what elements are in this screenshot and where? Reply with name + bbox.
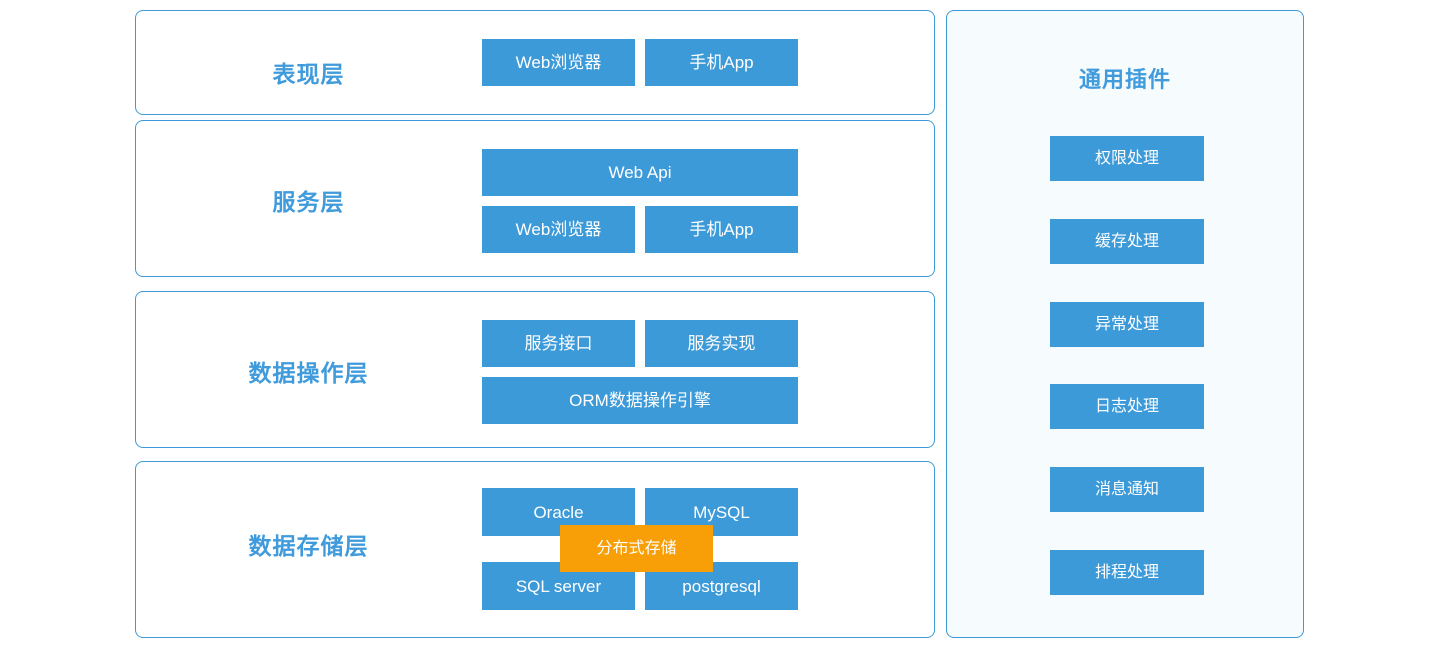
plugin-item-exception[interactable]: 异常处理 <box>1050 302 1204 347</box>
panel-common-plugins: 通用插件 权限处理 缓存处理 异常处理 日志处理 消息通知 排程处理 <box>946 10 1304 638</box>
box-web-browser-presentation[interactable]: Web浏览器 <box>482 39 635 86</box>
layer-title-data-operation: 数据操作层 <box>248 360 369 386</box>
panel-data-operation-layer: 数据操作层 服务接口 服务实现 ORM数据操作引擎 <box>135 291 935 448</box>
box-orm-engine[interactable]: ORM数据操作引擎 <box>482 377 798 424</box>
box-mobile-app-service[interactable]: 手机App <box>645 206 798 253</box>
layer-title-presentation: 表现层 <box>272 61 345 87</box>
box-oracle[interactable]: Oracle <box>482 488 635 536</box>
box-service-implementation[interactable]: 服务实现 <box>645 320 798 367</box>
panel-presentation-layer: 表现层 Web浏览器 手机App <box>135 10 935 115</box>
panel-service-layer: 服务层 Web Api Web浏览器 手机App <box>135 120 935 277</box>
box-sql-server[interactable]: SQL server <box>482 562 635 610</box>
sidebar-title: 通用插件 <box>1078 67 1171 92</box>
layer-title-service: 服务层 <box>272 189 345 215</box>
plugin-item-cache[interactable]: 缓存处理 <box>1050 219 1204 264</box>
plugin-item-scheduling[interactable]: 排程处理 <box>1050 550 1204 595</box>
plugin-item-message-notification[interactable]: 消息通知 <box>1050 467 1204 512</box>
layer-title-data-storage: 数据存储层 <box>248 533 369 559</box>
panel-data-storage-layer: 数据存储层 Oracle MySQL SQL server postgresql… <box>135 461 935 638</box>
box-distributed-storage[interactable]: 分布式存储 <box>560 525 713 572</box>
plugin-item-permission[interactable]: 权限处理 <box>1050 136 1204 181</box>
box-web-browser-service[interactable]: Web浏览器 <box>482 206 635 253</box>
box-web-api[interactable]: Web Api <box>482 149 798 196</box>
box-postgresql[interactable]: postgresql <box>645 562 798 610</box>
box-mobile-app-presentation[interactable]: 手机App <box>645 39 798 86</box>
box-service-interface[interactable]: 服务接口 <box>482 320 635 367</box>
plugin-item-log[interactable]: 日志处理 <box>1050 384 1204 429</box>
